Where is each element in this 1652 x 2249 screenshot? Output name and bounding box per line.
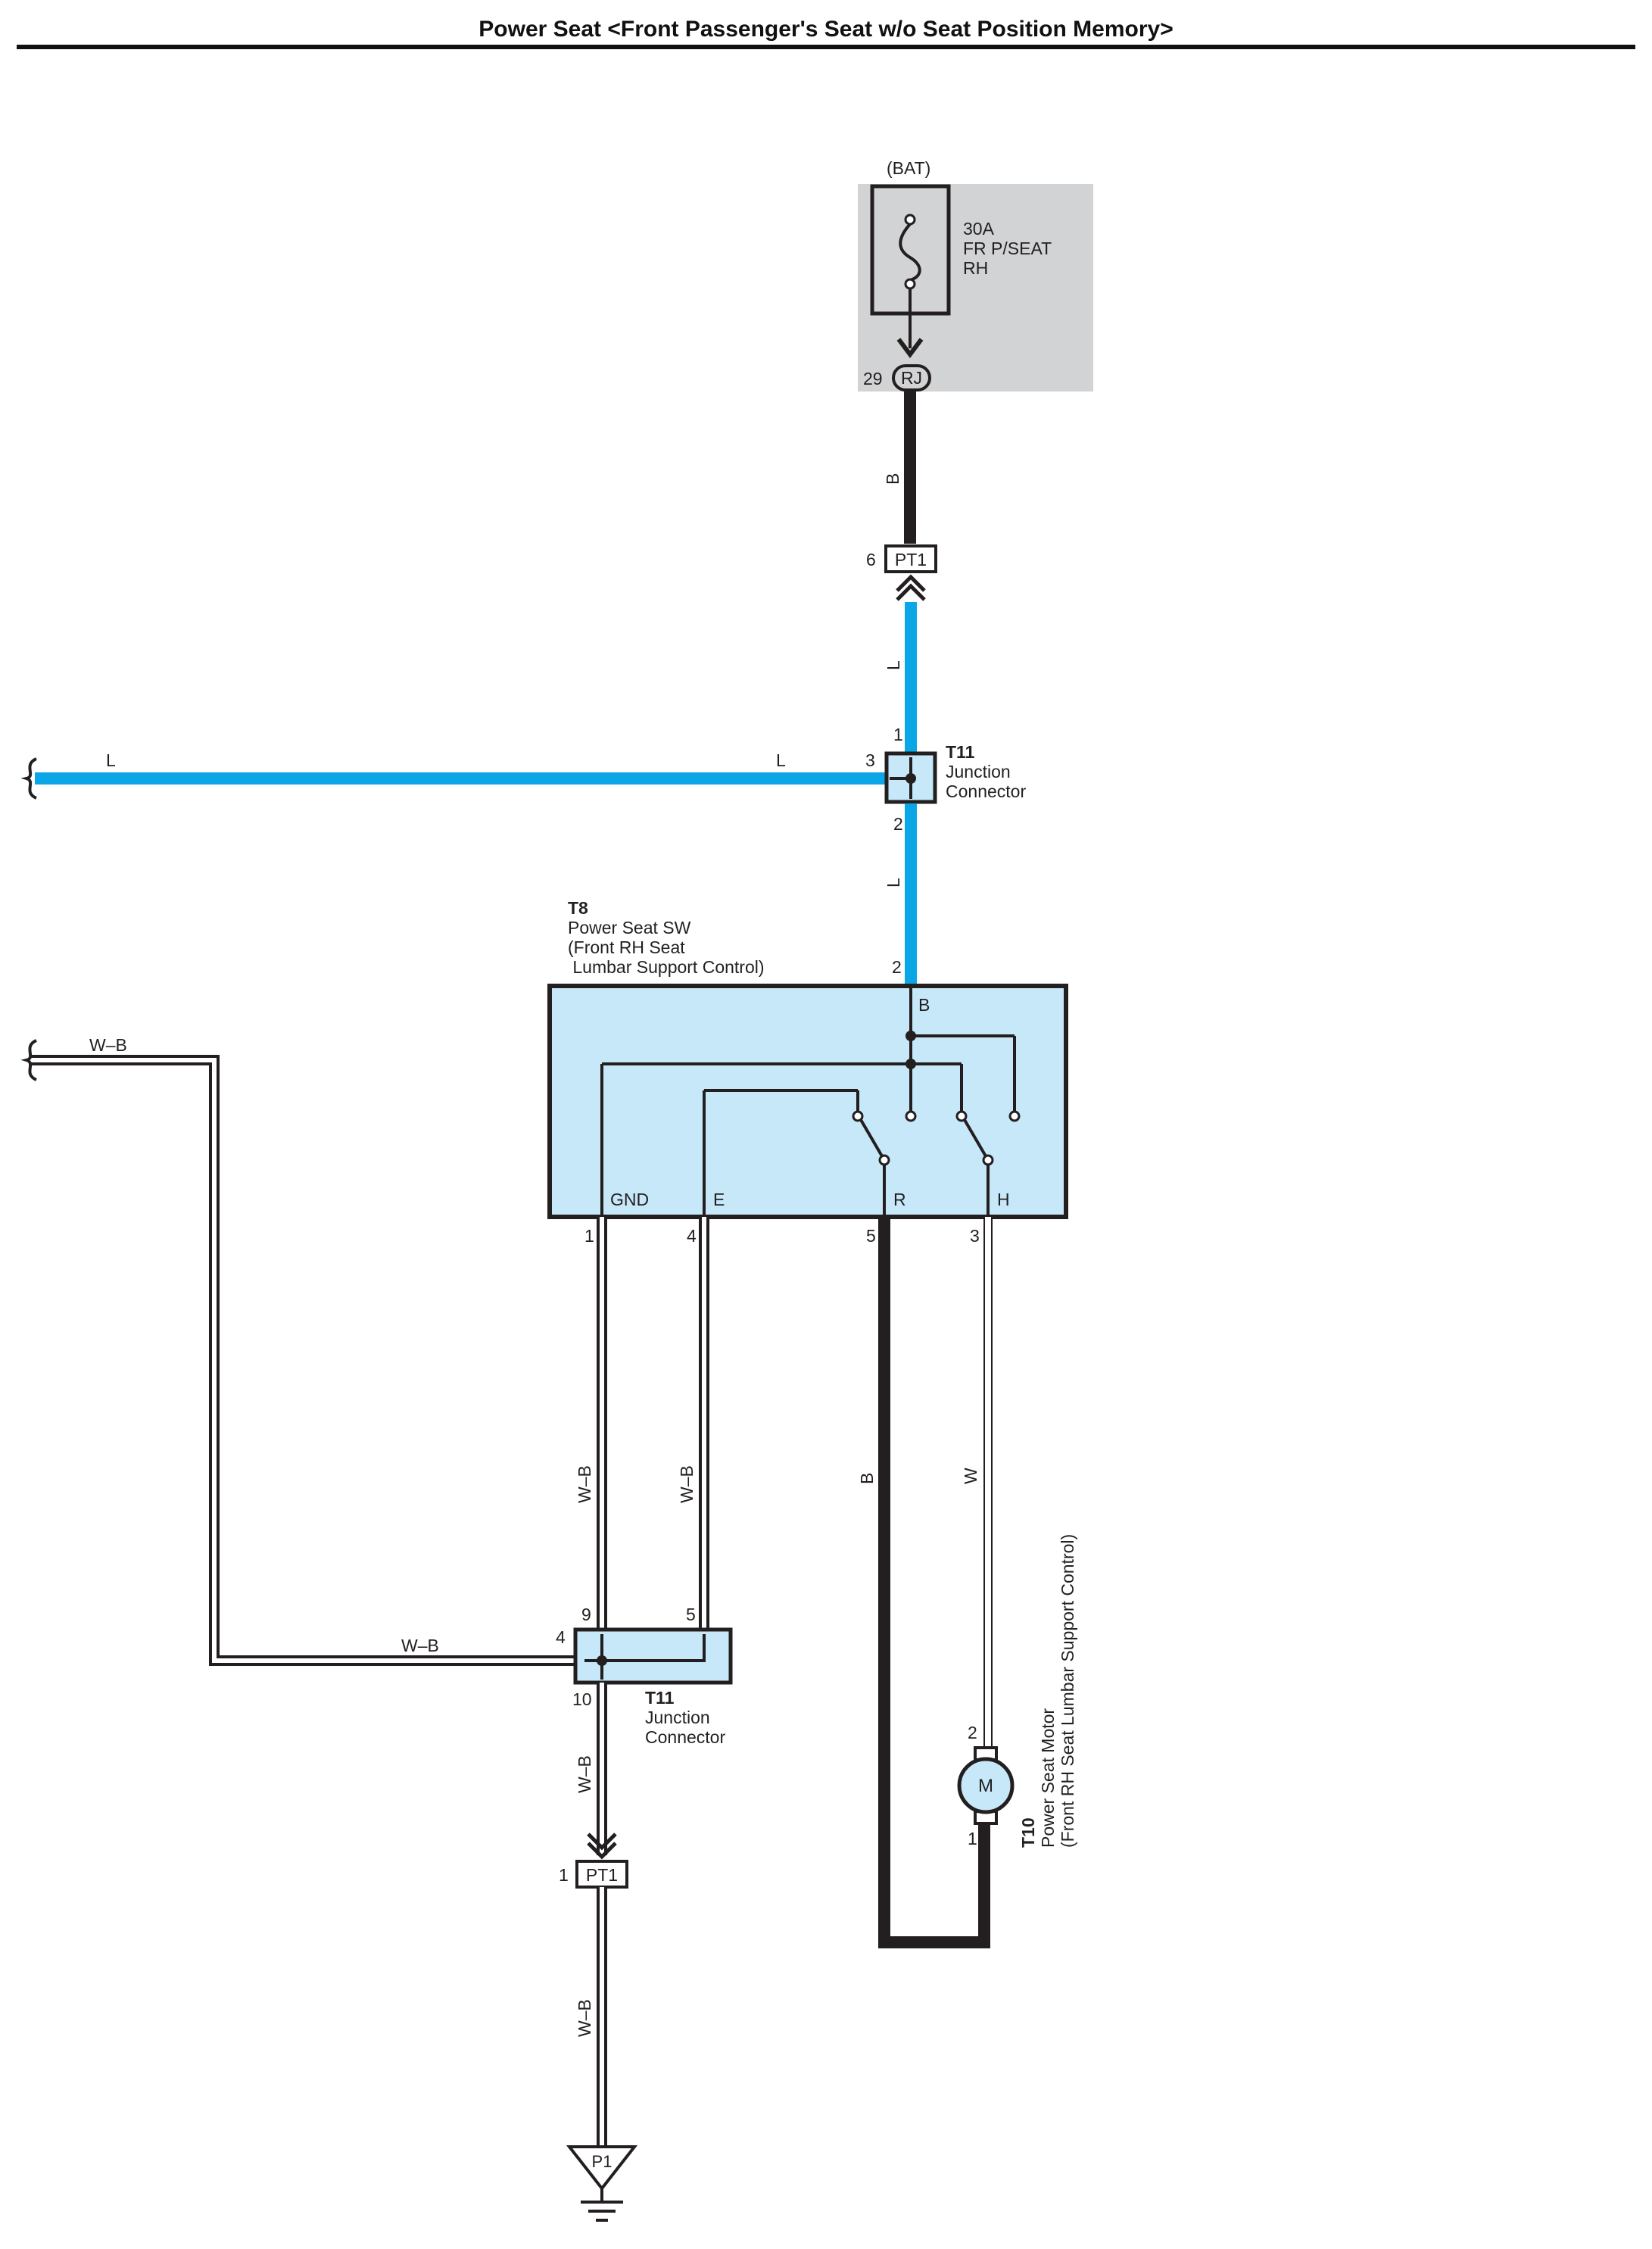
fuse-block: (BAT) 30A FR P/SEAT RH RJ 29 [858,158,1093,391]
junction-bottom-pin-5: 5 [686,1605,696,1624]
wire-label-left-branch-near: L [776,750,786,770]
switch-terminal-h: H [997,1190,1010,1209]
switch-pin-h: 3 [970,1226,980,1246]
junction-top-name-line1: Junction [946,762,1011,781]
power-seat-switch: T8 Power Seat SW (Front RH Seat Lumbar S… [547,898,1068,1246]
connector-pt1-top-pin: 6 [866,550,876,569]
fuse-rating: 30A [963,219,995,239]
wire-label-junction-to-switch: L [884,878,903,887]
switch-terminal-e: E [713,1190,725,1209]
ground-icon: P1 [566,2145,638,2222]
junction-top-id: T11 [946,742,975,762]
motor-name-line2: (Front RH Seat Lumbar Support Control) [1058,1534,1077,1848]
motor-icon [957,1757,1015,1814]
power-seat-motor: M 2 1 T10 Power Seat Motor (Front RH Sea… [957,1534,1077,1848]
fuse-name-line1: FR P/SEAT [963,239,1052,258]
switch-pin-e: 4 [687,1226,697,1246]
switch-node [905,1031,916,1041]
motor-pin-bottom: 1 [968,1829,977,1848]
fuse-connector-label: RJ [901,368,922,388]
wire-b-r-to-motor [878,1217,990,1948]
junction-bottom-name-line1: Junction [645,1708,710,1727]
wire-wb-left-ground [30,1055,583,1666]
switch-terminal-gnd: GND [610,1190,649,1209]
wire-label-left-ground-near: W–B [401,1636,439,1655]
connector-pt1-top: PT1 6 [866,544,937,601]
junction-bottom-pin-4: 4 [556,1627,566,1647]
switch-pin-r: 5 [866,1226,876,1246]
connector-pt1-bottom: PT1 1 [559,1860,628,1889]
switch-body [547,984,1068,1219]
switch-pin-gnd: 1 [584,1226,594,1246]
fuse-name-line2: RH [963,258,988,278]
wire-label-left-ground-far: W–B [89,1035,127,1055]
ground-label: P1 [592,2152,612,2171]
motor-id: T10 [1018,1817,1038,1848]
junction-top-pin-bottom: 2 [893,814,903,834]
fuse-icon [899,214,921,290]
connector-pt1-bottom-label: PT1 [586,1865,618,1885]
junction-bottom-name-line2: Connector [645,1727,725,1747]
junction-bottom-pin-9: 9 [581,1605,591,1624]
switch-name-line3: Lumbar Support Control) [568,957,765,977]
junction-top-name-line2: Connector [946,781,1026,801]
junction-bottom-id: T11 [645,1688,675,1708]
switch-internal-circuit [600,988,1016,1217]
chevron-down-icon [587,1833,617,1860]
wire-label-r: B [857,1473,877,1484]
wire-label-h: W [961,1468,980,1484]
page-title: Power Seat <Front Passenger's Seat w/o S… [478,17,1173,42]
wire-label-left-branch-far: L [106,750,116,770]
wire-label-e: W–B [677,1465,697,1503]
switch-node [905,1059,916,1069]
junction-connector-top: 1 3 2 T11 Junction Connector [865,725,1026,834]
switch-terminal-b: B [918,995,930,1015]
wire-label-fuse-to-pt1: B [883,473,902,485]
wire-label-gnd: W–B [575,1465,594,1503]
junction-top-pin-left: 3 [865,750,875,770]
junction-connector-bottom: 9 5 4 10 T11 Junction Connector [556,1605,733,1747]
wire-break-left-bottom-icon [20,1039,38,1081]
wire-label-junction-to-pt1: W–B [575,1755,594,1793]
connector-pt1-top-label: PT1 [895,550,927,569]
switch-id: T8 [568,898,588,918]
switch-name-line2: (Front RH Seat [568,937,685,957]
junction-top-pin-top: 1 [893,725,903,744]
chevron-up-icon [896,574,926,601]
switch-name-line1: Power Seat SW [568,918,691,937]
wire-break-left-top-icon [20,757,38,800]
fuse-connector-arrow-icon [896,338,924,358]
fuse-connector-rj [892,364,931,391]
motor-symbol: M [978,1776,993,1796]
connector-pt1-bottom-pin: 1 [559,1865,569,1885]
motor-name-line1: Power Seat Motor [1038,1708,1058,1848]
switch-input-pin: 2 [892,957,902,977]
motor-pin-top: 2 [968,1723,977,1742]
junction-bottom-pin-10: 10 [572,1689,592,1709]
switch-contacts [852,1110,1021,1166]
fuse-connector-pin: 29 [863,369,883,388]
wire-label-pt1-to-junction: L [884,660,903,670]
fuse-source-label: (BAT) [887,158,930,178]
switch-terminal-r: R [893,1190,906,1209]
wire-label-pt1-to-ground: W–B [575,1999,594,2037]
